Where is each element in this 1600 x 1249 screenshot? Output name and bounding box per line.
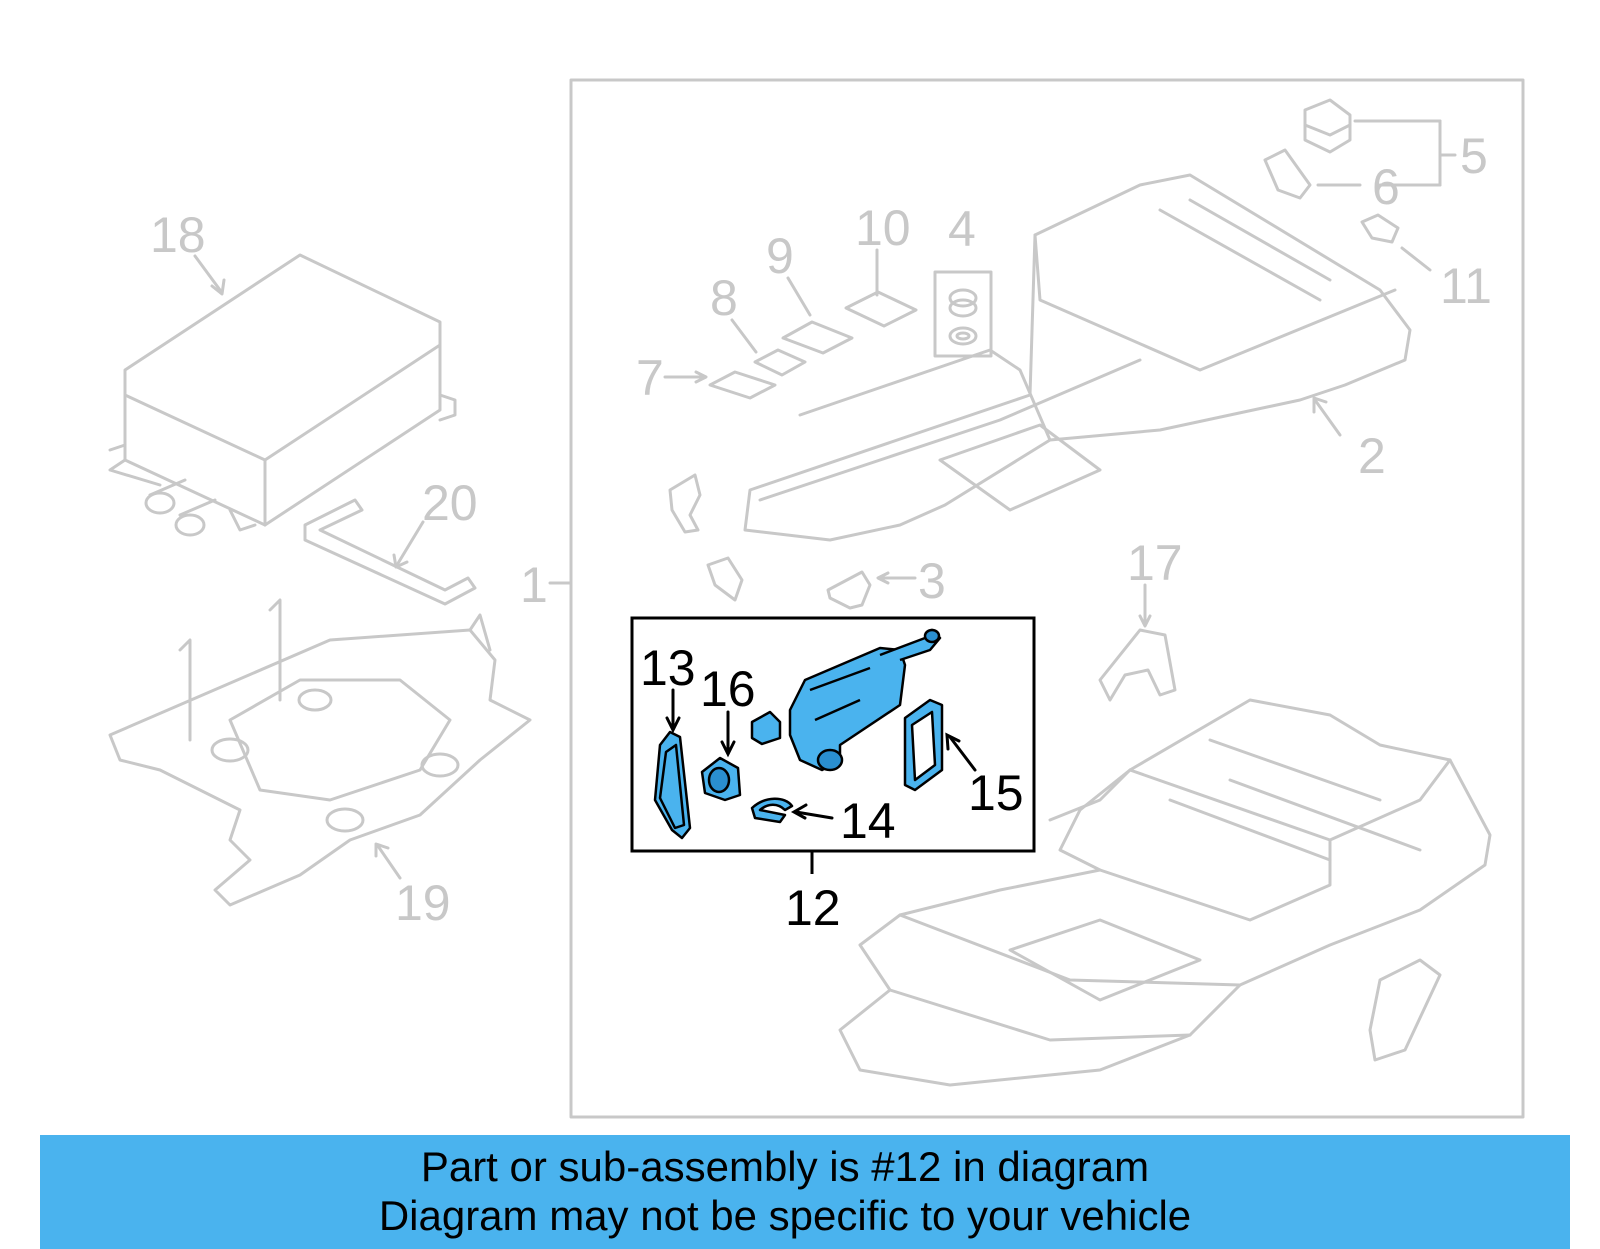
callout-13: 13: [640, 640, 696, 696]
callout-4: 4: [948, 201, 976, 257]
callout-12: 12: [785, 880, 841, 936]
part-2-tray: [743, 173, 1412, 542]
part-8-pad: [753, 348, 807, 377]
part-16-grommet: [700, 756, 742, 802]
part-10-pad: [844, 290, 918, 328]
battery-pack: [838, 698, 1492, 1087]
part-16b-plug: [750, 710, 782, 746]
part-9-pad: [781, 320, 854, 355]
callout-10: 10: [855, 200, 911, 256]
part-12-lid-lock: [788, 628, 942, 772]
assembly-frame: [569, 78, 1525, 1119]
part-7-pad: [708, 370, 777, 400]
callout-19: 19: [395, 875, 451, 931]
callout-7: 7: [636, 350, 664, 406]
callout-6: 6: [1372, 159, 1400, 215]
caption-line-1: Part or sub-assembly is #12 in diagram: [420, 1143, 1150, 1190]
callout-11: 11: [1440, 258, 1492, 314]
part-13-cover: [653, 730, 692, 840]
callout-2: 2: [1358, 428, 1386, 484]
callout-8: 8: [710, 270, 738, 326]
part-bracket-a: [668, 473, 702, 534]
callout-3: 3: [918, 553, 946, 609]
part-6-gasket: [1263, 148, 1312, 200]
callout-14: 14: [840, 793, 896, 849]
callout-9: 9: [766, 228, 794, 284]
part-14-clip: [750, 797, 794, 824]
callout-15: 15: [968, 765, 1024, 821]
part-bracket-b: [706, 556, 744, 602]
part-5-grommet: [1303, 98, 1457, 187]
callout-18: 18: [150, 207, 206, 263]
callout-17: 17: [1127, 535, 1183, 591]
part-15-frame: [903, 698, 944, 792]
part-11-seal: [1360, 213, 1400, 244]
callout-5: 5: [1460, 128, 1488, 184]
sub-assembly-12-box: [630, 616, 1036, 853]
caption-line-2: Diagram may not be specific to your vehi…: [378, 1192, 1192, 1239]
callout-16: 16: [700, 661, 756, 717]
callout-20: 20: [422, 475, 478, 531]
part-20-bracket: [303, 498, 477, 606]
part-18-inverter: [108, 253, 457, 537]
part-3-clip: [826, 570, 872, 610]
part-19-subframe: [108, 598, 532, 907]
callout-1: 1: [520, 557, 548, 613]
caption-banner: Part or sub-assembly is #12 in diagram D…: [40, 1135, 1570, 1249]
part-17-bracket: [1098, 628, 1177, 702]
part-4-plug: [933, 270, 993, 358]
